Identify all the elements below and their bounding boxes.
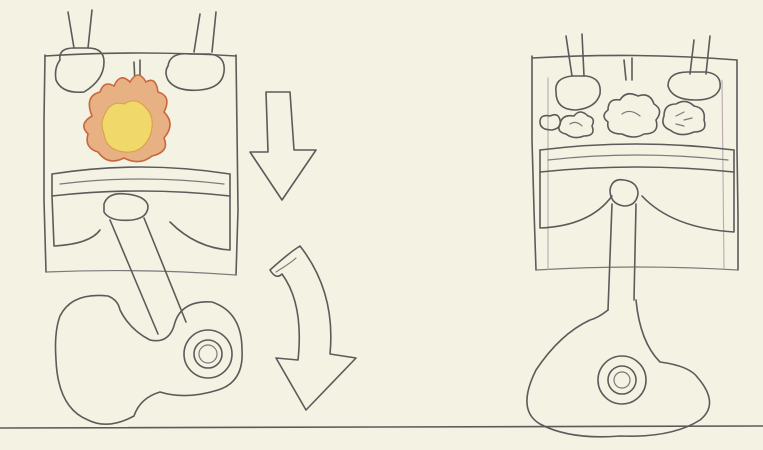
right-exhaust-valve [668,36,720,100]
left-crankshaft [56,295,243,424]
right-intake-valve [556,34,600,110]
right-cylinder-left-wall [532,56,536,270]
left-cylinder-left-wall [44,55,46,272]
curved-down-arrow [270,246,356,410]
left-cylinder-right-wall [236,55,238,275]
downward-arrow [250,92,316,200]
left-engine [44,10,242,424]
right-cylinder-right-wall [737,60,738,270]
ground-line [0,426,763,428]
left-connecting-rod [104,194,186,334]
combustion-flame [84,75,170,162]
right-cylinder-bottom [536,267,738,270]
right-crankshaft [527,300,710,437]
right-connecting-rod [608,180,638,310]
left-intake-valve [56,10,105,92]
exhaust-puffs [540,94,705,138]
left-exhaust-valve [166,12,224,90]
right-cylinder-head [532,55,737,60]
left-piston [52,167,230,250]
right-spark-plug [624,58,632,80]
right-engine [527,34,738,437]
left-cylinder-bottom [46,271,236,275]
